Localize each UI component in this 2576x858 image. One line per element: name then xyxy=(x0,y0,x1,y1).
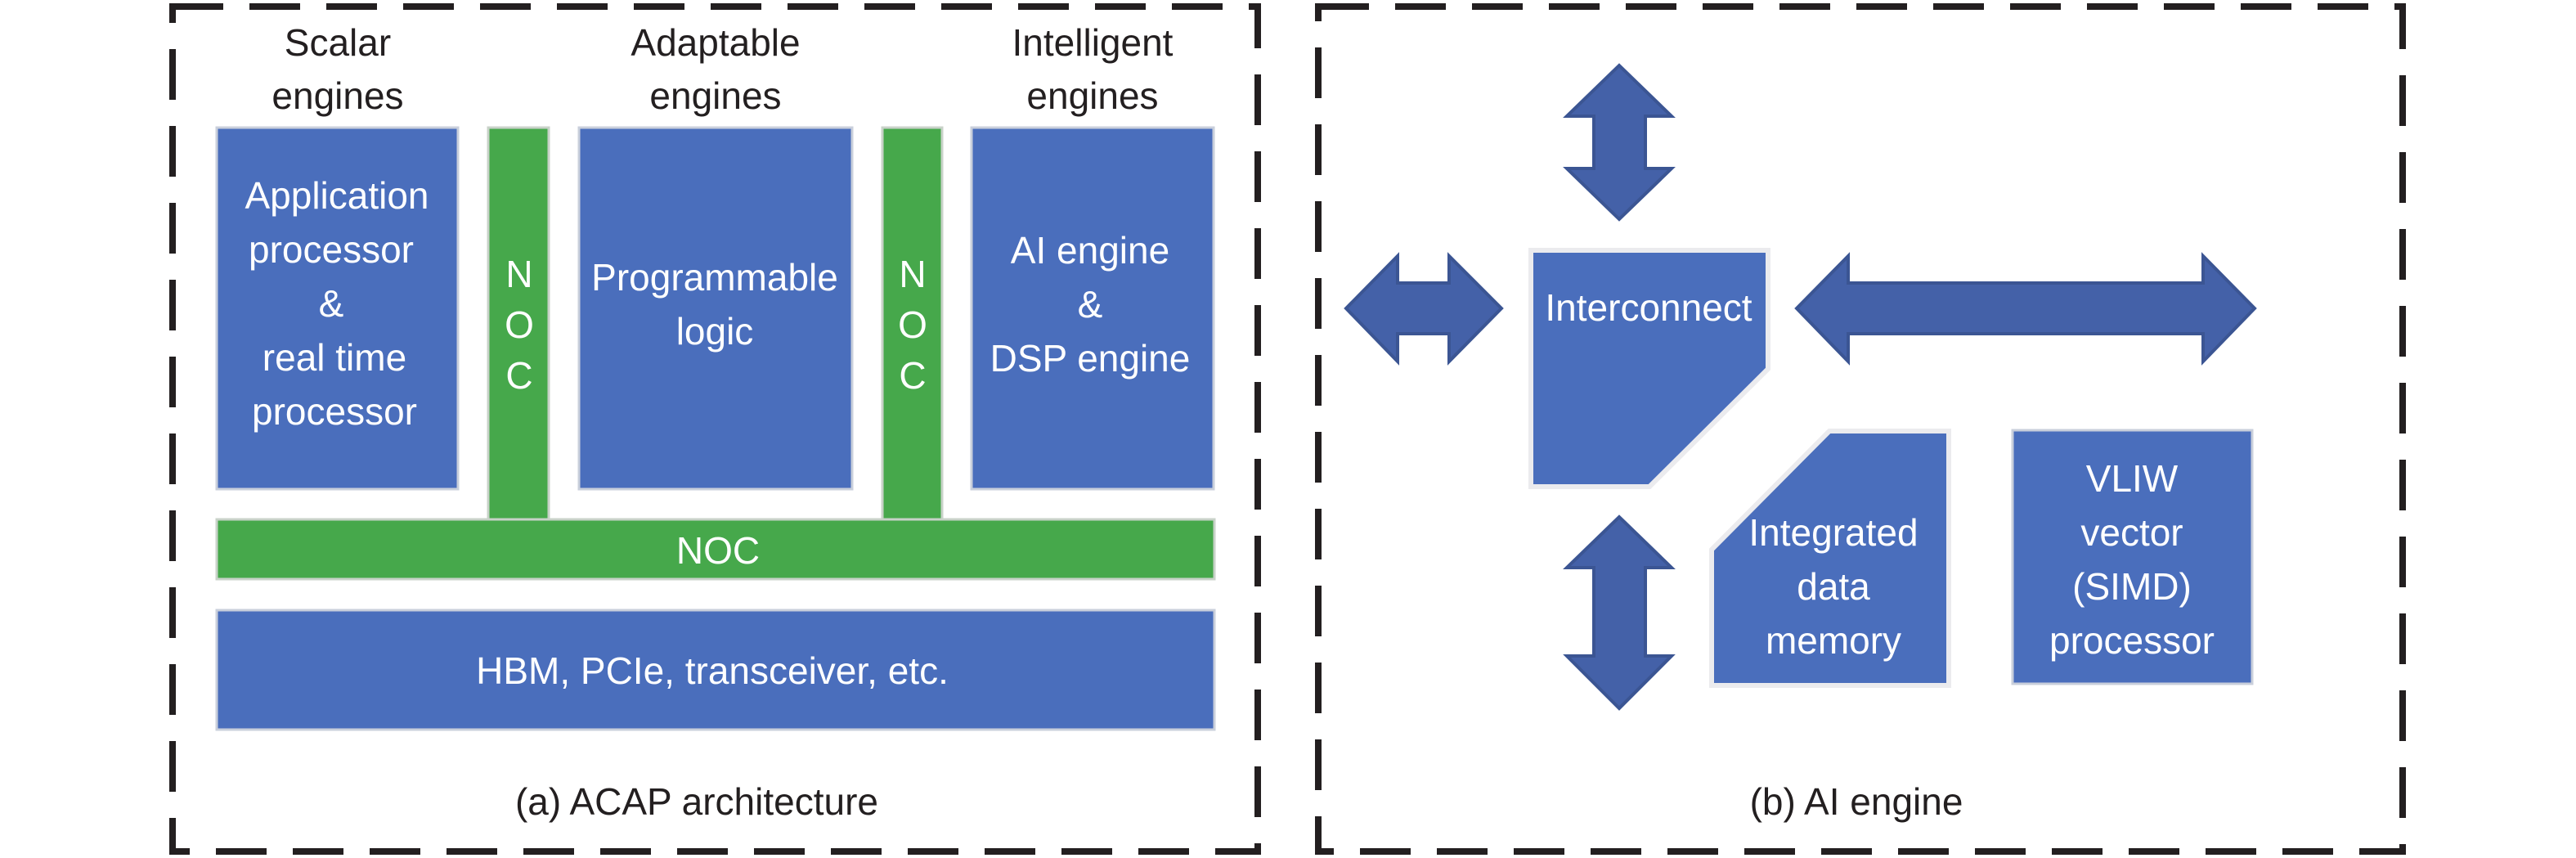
data-memory-line-1: Integrated xyxy=(1748,511,1918,554)
scalar-line-1: Application xyxy=(245,174,429,217)
header-intelligent-line1: Intelligent xyxy=(1012,21,1174,64)
adaptable-engine-box xyxy=(577,126,854,491)
north-bidirectional-arrow-icon xyxy=(1563,63,1676,222)
interconnect-label: Interconnect xyxy=(1545,286,1752,329)
noc-horizontal-label: NOC xyxy=(676,529,760,572)
vliw-processor-block: VLIW vector (SIMD) processor xyxy=(2011,429,2254,685)
scalar-line-3: & xyxy=(319,282,344,325)
interconnect-block: Interconnect xyxy=(1528,248,1770,489)
scalar-line-4: real time xyxy=(263,336,406,379)
io-block: HBM, PCIe, transceiver, etc. xyxy=(215,609,1216,731)
scalar-engine-box xyxy=(215,126,460,491)
noc-right-letter-c: C xyxy=(899,354,926,397)
vliw-line-4: processor xyxy=(2049,619,2215,662)
noc-vertical-left-bar xyxy=(487,126,550,523)
header-scalar-line2: engines xyxy=(272,74,403,117)
panel-a-caption: (a) ACAP architecture xyxy=(515,780,878,823)
adaptable-engine-block: Programmable logic xyxy=(577,126,854,491)
vliw-line-1: VLIW xyxy=(2086,457,2179,500)
noc-horizontal-bar xyxy=(215,518,1216,581)
intelligent-line-3: DSP engine xyxy=(990,337,1191,380)
noc-left-letter-n: N xyxy=(505,253,532,295)
noc-left-letter-o: O xyxy=(505,303,534,346)
noc-left-letter-c: C xyxy=(505,354,532,397)
noc-vertical-right: N O C xyxy=(881,126,944,523)
noc-horizontal: NOC xyxy=(215,518,1216,581)
intelligent-line-2: & xyxy=(1078,283,1103,326)
scalar-line-2: processor xyxy=(249,228,414,271)
east-bidirectional-arrow-icon xyxy=(1794,252,2257,366)
vliw-processor-box xyxy=(2011,429,2254,685)
panel-b-dashed-border xyxy=(1315,3,2406,855)
interconnect-shape xyxy=(1528,248,1770,489)
header-adaptable-line1: Adaptable xyxy=(631,21,800,64)
noc-right-letter-n: N xyxy=(899,253,926,295)
intelligent-line-1: AI engine xyxy=(1011,229,1169,272)
west-bidirectional-arrow-icon xyxy=(1344,252,1504,366)
data-memory-block: Integrated data memory xyxy=(1709,429,1951,688)
panel-a-acap-architecture: Scalar engines Adaptable engines Intelli… xyxy=(169,3,1261,855)
header-scalar-line1: Scalar xyxy=(285,21,391,64)
header-adaptable-line2: engines xyxy=(649,74,781,117)
vliw-line-3: (SIMD) xyxy=(2072,565,2192,608)
io-box xyxy=(215,609,1216,731)
io-label: HBM, PCIe, transceiver, etc. xyxy=(476,649,949,692)
panel-b-ai-engine: Interconnect Integrated data memory VLIW… xyxy=(1315,3,2406,855)
scalar-engine-block: Application processor & real time proces… xyxy=(215,126,460,491)
adaptable-line-2: logic xyxy=(676,310,754,353)
intelligent-engine-box xyxy=(970,126,1215,491)
data-memory-line-3: memory xyxy=(1766,619,1901,662)
south-bidirectional-arrow-icon xyxy=(1563,514,1676,711)
data-memory-line-2: data xyxy=(1797,565,1870,608)
noc-vertical-left: N O C xyxy=(487,126,550,523)
intelligent-engine-block: AI engine & DSP engine xyxy=(970,126,1215,491)
header-intelligent-line2: engines xyxy=(1026,74,1158,117)
data-memory-shape xyxy=(1709,429,1951,688)
scalar-line-5: processor xyxy=(252,390,417,433)
adaptable-line-1: Programmable xyxy=(591,256,838,299)
panel-a-dashed-border xyxy=(169,3,1261,855)
noc-right-letter-o: O xyxy=(898,303,927,346)
vliw-line-2: vector xyxy=(2080,511,2183,554)
panel-b-caption: (b) AI engine xyxy=(1750,780,1963,823)
